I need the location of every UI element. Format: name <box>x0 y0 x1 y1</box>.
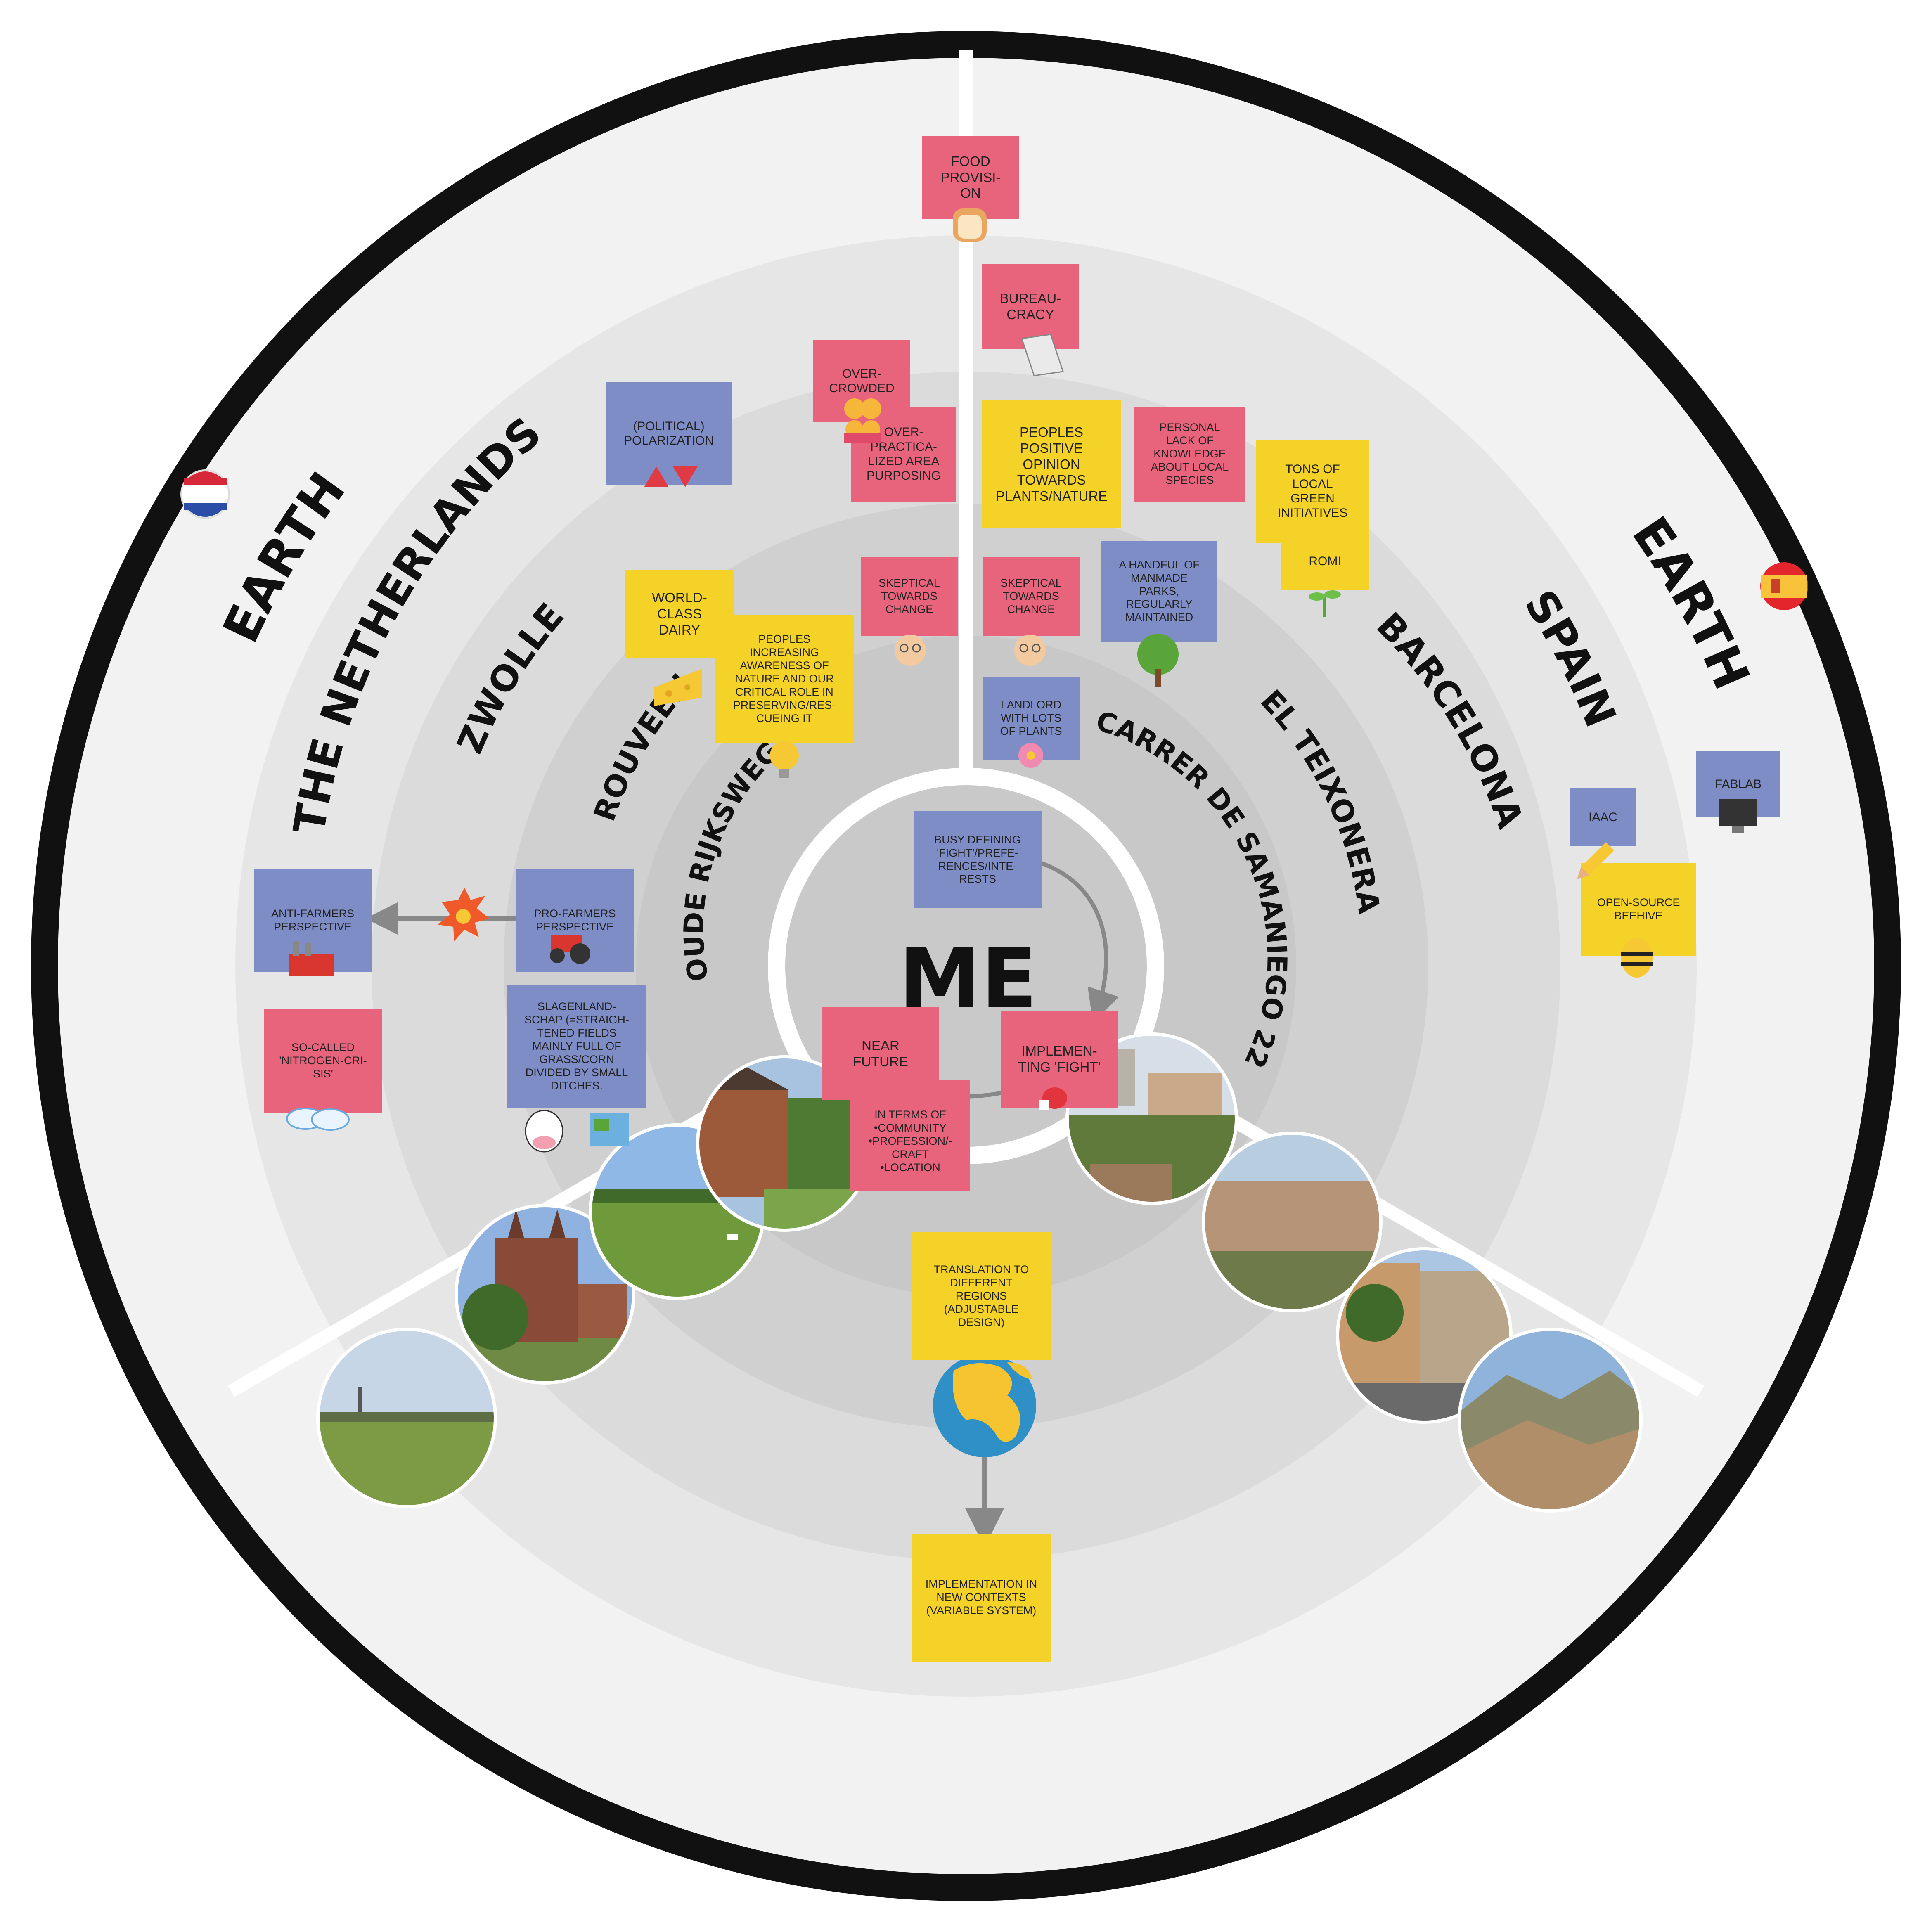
note-skeptical-right: SKEPTICAL TOWARDS CHANGE <box>983 557 1080 636</box>
note-overcrowded: OVER- CROWDED <box>813 340 910 422</box>
note-tons-initiatives: TONS OF LOCAL GREEN INITIATIVES <box>1256 440 1369 543</box>
note-nitrogen-crisis: SO-CALLED 'NITROGEN-CRI- SIS' <box>264 1009 382 1113</box>
note-romi: ROMI <box>1281 533 1369 590</box>
note-landlord: LANDLORD WITH LOTS OF PLANTS <box>983 677 1080 760</box>
arrow-busy-to-implementing <box>1039 861 1119 1023</box>
note-anti-farmers: ANTI-FARMERS PERSPECTIVE <box>254 869 372 972</box>
note-personal-lack: PERSONAL LACK OF KNOWLEDGE ABOUT LOCAL S… <box>1134 407 1245 502</box>
note-fablab: FABLAB <box>1696 751 1780 817</box>
note-peoples-positive: PEOPLES POSITIVE OPINION TOWARDS PLANTS/… <box>982 400 1121 528</box>
note-peoples-awareness: PEOPLES INCREASING AWARENESS OF NATURE A… <box>715 615 854 743</box>
note-near-future: NEAR FUTURE <box>822 1007 939 1100</box>
note-manmade-parks: A HANDFUL OF MANMADE PARKS, REGULARLY MA… <box>1101 541 1217 642</box>
note-slagenlandschap: SLAGENLAND- SCHAP (=STRAIGH- TENED FIELD… <box>507 985 646 1108</box>
note-implementation-new: IMPLEMENTATION IN NEW CONTEXTS (VARIABLE… <box>912 1534 1051 1662</box>
note-translation: TRANSLATION TO DIFFERENT REGIONS (ADJUST… <box>912 1232 1051 1360</box>
netherlands-flag-icon <box>180 469 230 519</box>
note-bureaucracy: BUREAU- CRACY <box>982 264 1079 349</box>
globe-icon <box>933 1354 1036 1457</box>
spain-flag-icon <box>1760 562 1808 610</box>
note-implementing-fight: IMPLEMEN- TING 'FIGHT' <box>1001 1011 1118 1108</box>
note-iaac: IAAC <box>1570 788 1636 846</box>
note-skeptical-left: SKEPTICAL TOWARDS CHANGE <box>861 557 958 636</box>
note-pro-farmers: PRO-FARMERS PERSPECTIVE <box>516 869 634 972</box>
note-political-polarization: (POLITICAL) POLARIZATION <box>606 382 732 485</box>
note-busy-defining: BUSY DEFINING 'FIGHT'/PREFE- RENCES/INTE… <box>914 811 1042 908</box>
note-open-source-beehive: OPEN-SOURCE BEEHIVE <box>1581 863 1696 956</box>
mountains-photo <box>1459 1329 1641 1511</box>
note-food-provision: FOOD PROVISI- ON <box>922 136 1019 219</box>
